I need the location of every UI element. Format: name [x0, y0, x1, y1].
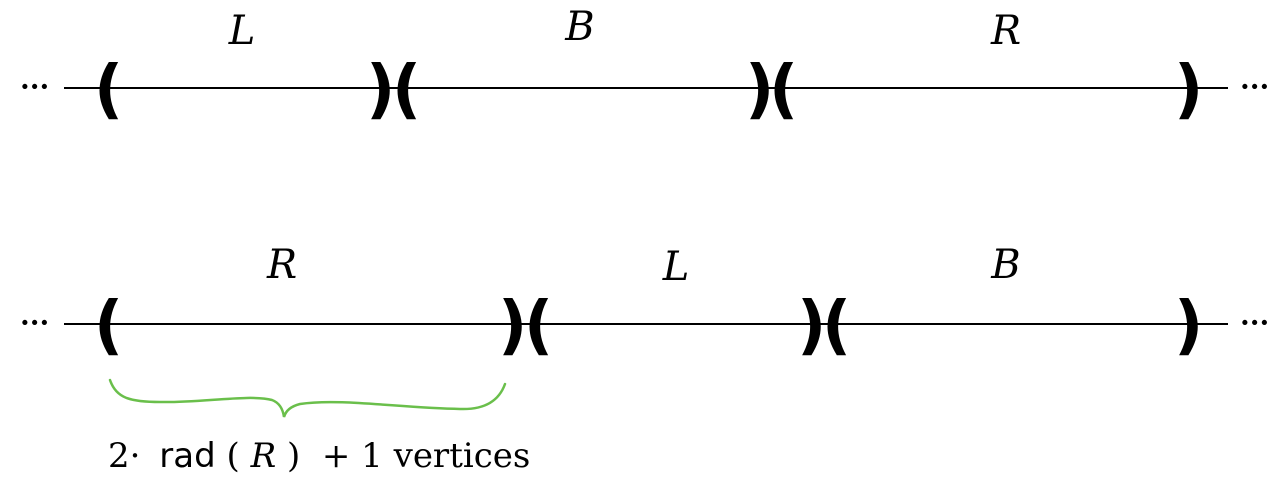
annotation-function: rad: [159, 436, 215, 476]
row-1-segment-label-1: L: [228, 8, 256, 54]
row-2: ··· ··· ( ) ( ) ( ) R L B: [20, 242, 1269, 363]
annotation-argument: R: [250, 436, 277, 476]
row-2-segment-label-2: L: [662, 244, 690, 290]
row-2-left-dots: ···: [20, 306, 49, 339]
row-2-open-paren-1: (: [94, 289, 123, 363]
annotation-close-paren: ): [287, 436, 300, 476]
brace-annotation: 2· rad ( R ) + 1 vertices: [108, 436, 530, 476]
row-1: ··· ··· ( ) ( ) ( ) L B R: [20, 4, 1269, 127]
row-2-segment-label-3: B: [990, 242, 1020, 288]
row-2-close-paren-2: ): [797, 289, 826, 363]
row-2-open-paren-3: (: [822, 289, 851, 363]
row-2-close-paren-1: ): [498, 289, 527, 363]
row-1-open-paren-1: (: [94, 53, 123, 127]
row-1-segment-label-3: R: [990, 8, 1021, 54]
row-1-left-dots: ···: [20, 70, 49, 103]
row-1-close-paren-3: ): [1174, 53, 1203, 127]
row-2-open-paren-2: (: [524, 289, 553, 363]
green-brace: [108, 378, 507, 418]
annotation-open-paren: (: [226, 436, 239, 476]
row-1-close-paren-2: ): [745, 53, 774, 127]
annotation-rest: + 1 vertices: [311, 436, 530, 476]
annotation-prefix: 2·: [108, 436, 140, 476]
row-2-close-paren-3: ): [1174, 289, 1203, 363]
row-1-open-paren-3: (: [769, 53, 798, 127]
row-2-right-dots: ···: [1240, 306, 1269, 339]
row-2-segment-label-1: R: [266, 242, 297, 288]
row-1-segment-label-2: B: [564, 4, 594, 50]
row-1-close-paren-1: ): [366, 53, 395, 127]
row-1-open-paren-2: (: [392, 53, 421, 127]
row-1-right-dots: ···: [1240, 70, 1269, 103]
